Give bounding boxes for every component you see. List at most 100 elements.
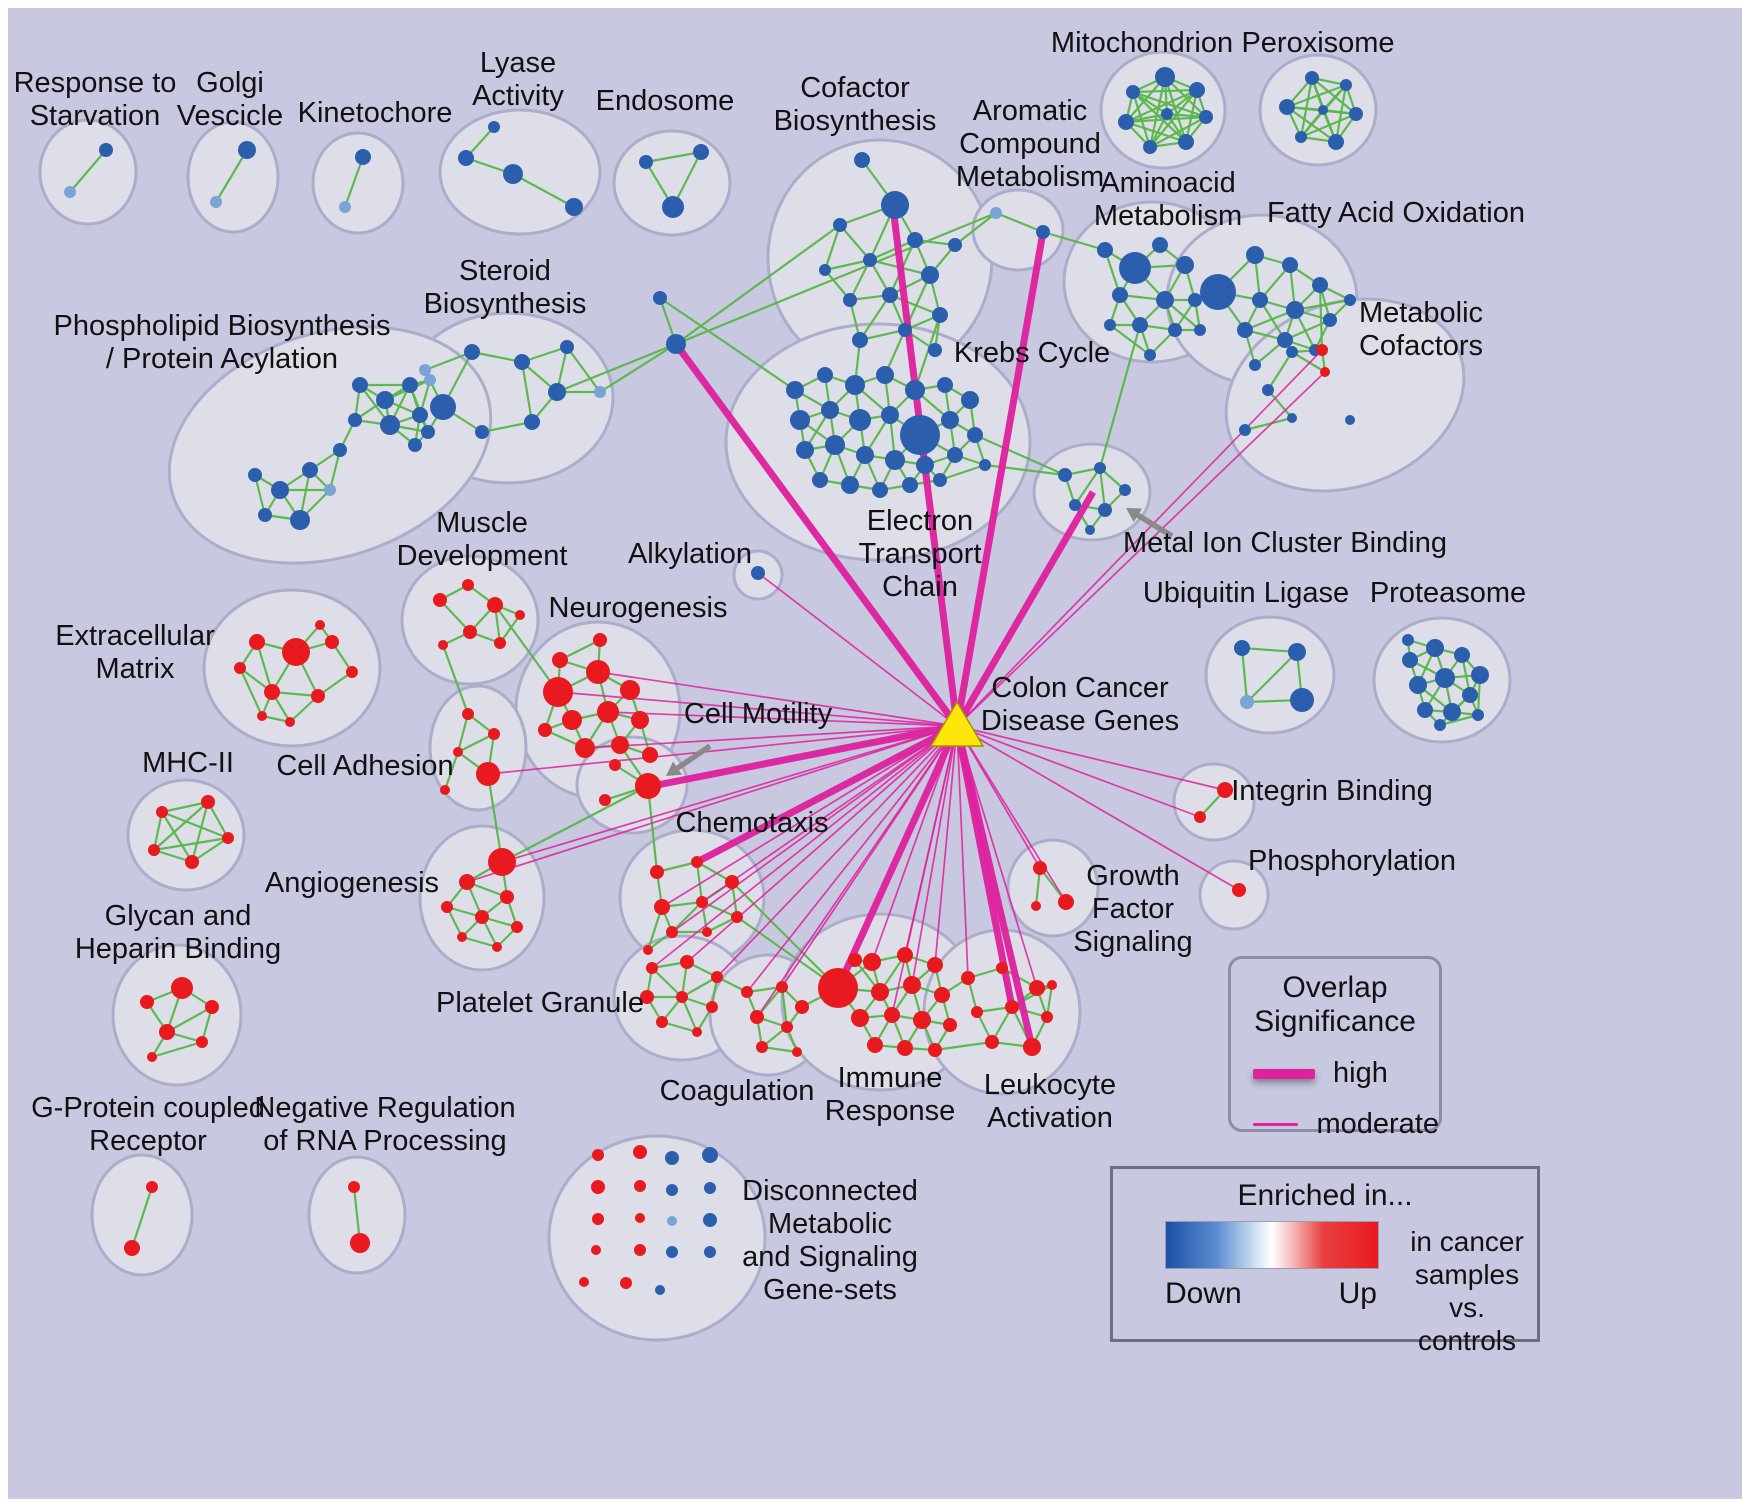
label-line: Response — [825, 1095, 956, 1127]
graph-node — [238, 141, 256, 159]
graph-node — [620, 1277, 632, 1289]
graph-node — [703, 1213, 717, 1227]
graph-node — [1126, 85, 1140, 99]
graph-node — [1118, 114, 1134, 130]
graph-node — [913, 1011, 931, 1029]
graph-node — [430, 394, 456, 420]
overlap-edge-moderate — [756, 725, 958, 1018]
graph-node — [1279, 99, 1295, 115]
graph-node — [433, 593, 447, 607]
graph-node — [594, 386, 606, 398]
graph-node — [790, 410, 810, 430]
label-platelet-granule: Platelet Granule — [436, 987, 644, 1019]
graph-node — [1155, 67, 1175, 87]
label-line: Transport — [858, 538, 981, 570]
graph-node — [1023, 1038, 1041, 1056]
graph-node — [355, 149, 371, 165]
overlap-edge-moderate — [911, 725, 958, 986]
graph-node — [1237, 322, 1253, 338]
green-edge — [239, 667, 263, 717]
green-edge — [680, 996, 699, 1033]
graph-node — [1176, 256, 1194, 274]
graph-node — [459, 874, 475, 890]
graph-node — [1277, 332, 1293, 348]
graph-node — [928, 1043, 942, 1057]
graph-node — [902, 477, 918, 493]
graph-node — [376, 391, 394, 409]
green-edge — [1132, 90, 1207, 119]
graph-node — [185, 855, 199, 869]
label-line: Development — [397, 540, 568, 572]
green-edge — [1267, 389, 1293, 419]
label-line: Matrix — [96, 653, 175, 685]
graph-node — [693, 144, 709, 160]
graph-node — [655, 1285, 665, 1295]
label-line: Factor — [1092, 893, 1175, 925]
label-line: Leukocyte — [984, 1069, 1116, 1101]
label-line: Neurogenesis — [549, 592, 728, 624]
layer-arrows — [666, 508, 1174, 776]
layer-nodes — [64, 67, 1489, 1295]
green-edge — [190, 801, 210, 863]
green-edge — [512, 173, 575, 208]
green-edge — [1163, 76, 1188, 143]
graph-node — [324, 484, 336, 496]
enrichment-down-label: Down — [1165, 1277, 1242, 1310]
enrichment-note: in cancer samples vs. controls — [1397, 1225, 1537, 1357]
graph-node — [776, 981, 788, 993]
layer-hub — [929, 700, 985, 747]
graph-node — [264, 684, 280, 700]
label-line: Biosynthesis — [424, 288, 587, 320]
graph-node — [854, 152, 870, 168]
label-line: Activation — [987, 1102, 1113, 1134]
green-edge — [1291, 351, 1326, 373]
graph-node — [653, 291, 667, 305]
graph-node — [440, 785, 450, 795]
overlap-edge-moderate — [607, 711, 958, 727]
graph-node — [872, 482, 888, 498]
graph-node — [488, 121, 500, 133]
graph-node — [1232, 883, 1246, 897]
graph-node — [961, 391, 979, 409]
label-line: of RNA Processing — [263, 1125, 506, 1157]
graph-node — [934, 987, 950, 1003]
graph-node — [1189, 82, 1205, 98]
label-line: Extracellular — [55, 620, 215, 652]
green-edge — [651, 967, 683, 998]
green-edge — [1286, 83, 1347, 109]
label-line: Growth — [1086, 860, 1179, 892]
graph-node — [933, 473, 947, 487]
graph-node — [1286, 301, 1304, 319]
overlap-edge-high — [953, 490, 1097, 728]
high-significance-label: high — [1333, 1057, 1388, 1089]
label-line: Metabolism — [956, 161, 1104, 193]
graph-node — [990, 207, 1002, 219]
graph-node — [867, 1037, 883, 1053]
graph-node — [201, 795, 215, 809]
overlap-edge-moderate — [934, 725, 958, 966]
graph-node — [666, 1246, 678, 1258]
graph-node — [1104, 319, 1116, 331]
graph-node — [196, 1036, 208, 1048]
green-edge — [255, 641, 274, 693]
label-line: Endosome — [596, 85, 735, 117]
graph-node — [841, 476, 859, 494]
graph-node — [650, 865, 664, 879]
green-edge — [1311, 77, 1357, 115]
graph-node — [575, 738, 595, 758]
label-line: Starvation — [30, 100, 161, 132]
graph-node — [1471, 666, 1489, 684]
overlap-edge-moderate — [956, 725, 1201, 818]
graph-node — [64, 186, 76, 198]
high-significance-line — [1253, 1068, 1315, 1079]
overlap-edge-moderate — [661, 725, 958, 908]
graph-node — [642, 747, 658, 763]
graph-node — [927, 957, 943, 973]
graph-node — [979, 459, 991, 471]
graph-node — [928, 343, 942, 357]
graph-node — [488, 848, 516, 876]
graph-node — [1328, 134, 1344, 150]
green-edge — [671, 901, 703, 933]
green-edge — [152, 811, 164, 851]
